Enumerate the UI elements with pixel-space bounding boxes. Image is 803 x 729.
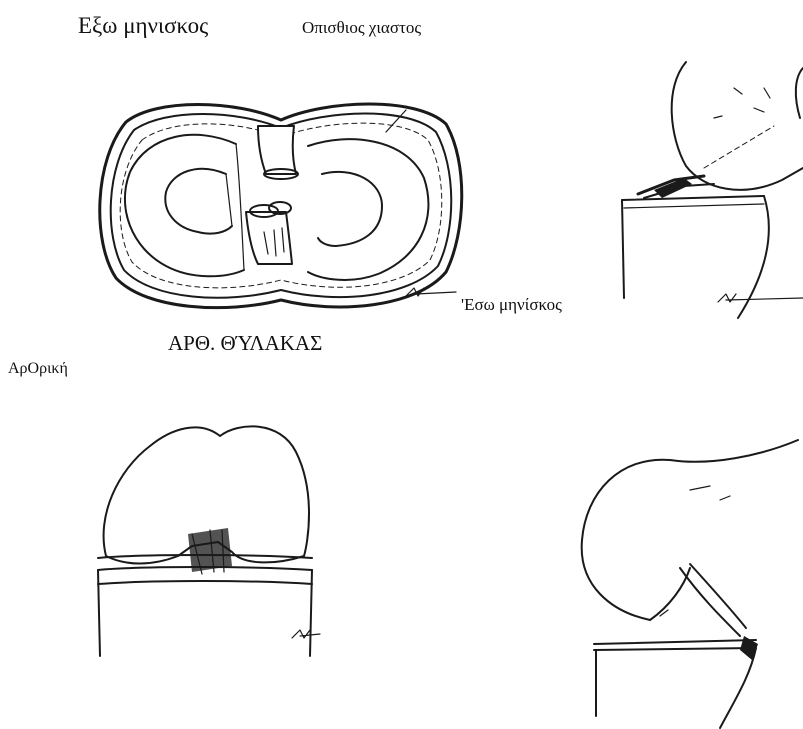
inner-meniscus-label: 'Εσω μηνίσκος [461, 296, 562, 313]
joint-capsule-label: ΑΡΘ. ΘΎΛΑΚΑΣ [168, 333, 322, 354]
tibial-plateau-top-view [86, 82, 470, 320]
knee-front-view [92, 416, 322, 664]
knee-side-view-upper [614, 58, 803, 320]
arthroscopic-label: ΑρΟρική [8, 361, 68, 377]
posterior-cruciate-label: Οπισθιος χιαστος [302, 19, 421, 36]
outer-meniscus-label: Εξω μηνισκος [78, 14, 208, 37]
knee-side-view-lower [560, 436, 803, 729]
